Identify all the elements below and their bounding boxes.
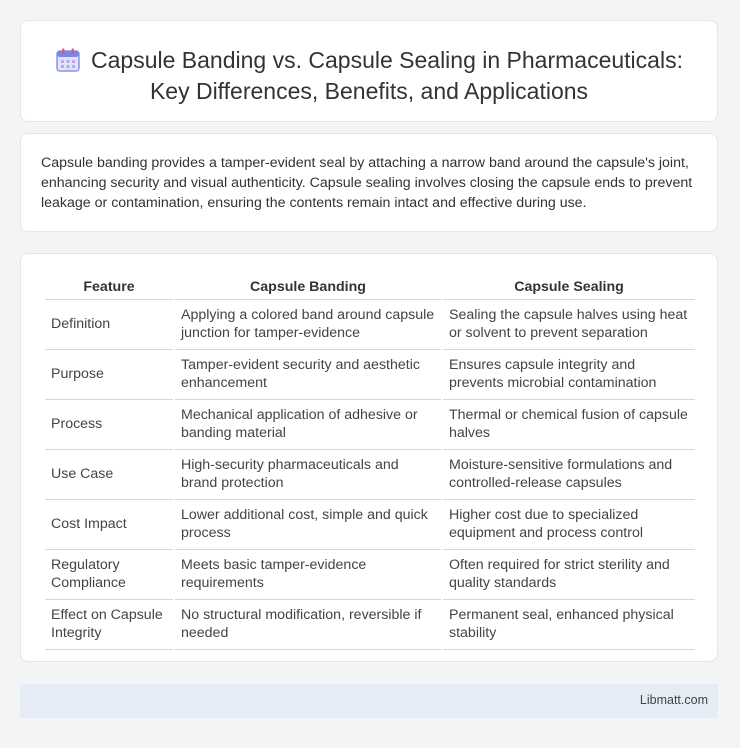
column-header-capsule-banding: Capsule Banding (175, 274, 441, 300)
table-header-row: Feature Capsule Banding Capsule Sealing (45, 274, 695, 300)
row-sealing: Often required for strict sterility and … (443, 550, 695, 600)
row-banding: Mechanical application of adhesive or ba… (175, 400, 441, 450)
row-feature: Use Case (45, 450, 173, 500)
row-banding: No structural modification, reversible i… (175, 600, 441, 650)
row-feature: Process (45, 400, 173, 450)
table-row: Cost Impact Lower additional cost, simpl… (45, 500, 695, 550)
footer-brand-link[interactable]: Libmatt.com (639, 693, 708, 707)
row-feature: Cost Impact (45, 500, 173, 550)
table-row: Effect on Capsule Integrity No structura… (45, 600, 695, 650)
row-banding: Lower additional cost, simple and quick … (175, 500, 441, 550)
column-header-feature: Feature (45, 274, 173, 300)
comparison-table: Feature Capsule Banding Capsule Sealing … (43, 274, 697, 650)
table-row: Use Case High-security pharmaceuticals a… (45, 450, 695, 500)
summary-text: Capsule banding provides a tamper-eviden… (41, 155, 693, 211)
row-sealing: Sealing the capsule halves using heat or… (443, 300, 695, 350)
row-banding: High-security pharmaceuticals and brand … (175, 450, 441, 500)
comparison-table-card: Feature Capsule Banding Capsule Sealing … (20, 253, 718, 662)
table-row: Process Mechanical application of adhesi… (45, 400, 695, 450)
page-title: Capsule Banding vs. Capsule Sealing in P… (21, 45, 717, 107)
column-header-capsule-sealing: Capsule Sealing (443, 274, 695, 300)
table-row: Regulatory Compliance Meets basic tamper… (45, 550, 695, 600)
summary-card: Capsule banding provides a tamper-eviden… (20, 133, 718, 232)
row-sealing: Permanent seal, enhanced physical stabil… (443, 600, 695, 650)
row-banding: Tamper-evident security and aesthetic en… (175, 350, 441, 400)
row-sealing: Moisture-sensitive formulations and cont… (443, 450, 695, 500)
footer-bar: Libmatt.com (20, 684, 718, 718)
row-feature: Purpose (45, 350, 173, 400)
page-title-text: Capsule Banding vs. Capsule Sealing in P… (91, 47, 683, 104)
table-row: Definition Applying a colored band aroun… (45, 300, 695, 350)
row-sealing: Ensures capsule integrity and prevents m… (443, 350, 695, 400)
row-sealing: Thermal or chemical fusion of capsule ha… (443, 400, 695, 450)
row-banding: Applying a colored band around capsule j… (175, 300, 441, 350)
row-feature: Effect on Capsule Integrity (45, 600, 173, 650)
title-card: Capsule Banding vs. Capsule Sealing in P… (20, 20, 718, 122)
row-feature: Definition (45, 300, 173, 350)
row-sealing: Higher cost due to specialized equipment… (443, 500, 695, 550)
row-banding: Meets basic tamper-evidence requirements (175, 550, 441, 600)
calendar-icon (56, 48, 80, 72)
table-row: Purpose Tamper-evident security and aest… (45, 350, 695, 400)
row-feature: Regulatory Compliance (45, 550, 173, 600)
